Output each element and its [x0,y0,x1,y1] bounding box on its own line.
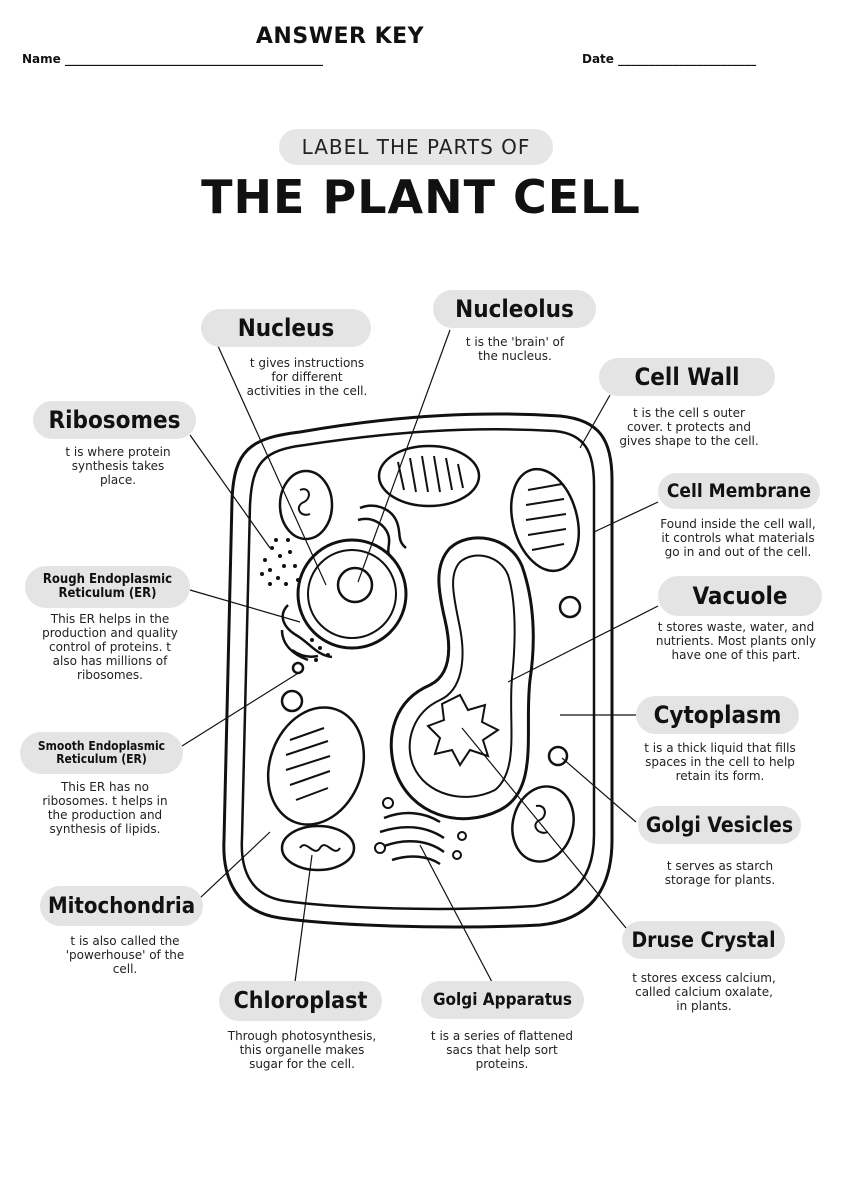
date-line: Date _______________________ [582,52,757,66]
chloroplast-shape-top [377,444,481,508]
label-mitochondria: Mitochondria [40,886,203,926]
ribosome-dots [260,538,300,586]
golgi-vesicle-shape [547,745,569,767]
label-rough-er-line2: Reticulum (ER) [58,586,157,601]
leader-lines [181,329,659,983]
druse-crystal-shape [426,693,500,767]
label-ribosomes: Ribosomes [33,401,196,439]
rough-er-shape [280,604,333,662]
desc-druse-crystal: t stores excess calcium, called calcium … [632,971,776,1013]
label-smooth-er-line2: Reticulum (ER) [56,752,147,766]
desc-golgi-vesicles: t serves as starch storage for plants. [664,859,776,887]
label-smooth-er: Smooth Endoplasmic Reticulum (ER) [20,732,183,774]
label-cell-membrane: Cell Membrane [658,473,820,509]
label-rough-er: Rough Endoplasmic Reticulum (ER) [25,566,190,608]
golgi-apparatus-shape [379,811,445,866]
desc-smooth-er: This ER has no ribosomes. t helps in the… [42,780,168,836]
chloroplast-shape-lower-left [266,706,366,826]
subtitle-pill: LABEL THE PARTS OF [279,129,553,165]
label-cell-wall: Cell Wall [599,358,775,396]
label-druse-crystal: Druse Crystal [622,921,785,959]
label-nucleus: Nucleus [201,309,371,347]
cell-membrane-outline [240,428,596,911]
cell-wall-outline [222,412,614,929]
name-line: Name ___________________________________… [22,52,323,66]
mitochondria-shape-bottom-left [280,824,356,872]
label-smooth-er-line1: Smooth Endoplasmic [37,739,166,753]
page-title: THE PLANT CELL [201,170,641,224]
smooth-er-shape [357,504,407,559]
label-vacuole: Vacuole [658,576,822,616]
label-golgi-apparatus: Golgi Apparatus [421,981,584,1019]
chloroplast-shape-right [510,467,580,573]
desc-cell-membrane: Found inside the cell wall, it controls … [660,517,816,559]
desc-vacuole: t stores waste, water, and nutrients. Mo… [655,620,817,662]
mitochondria-shape-right [511,785,575,863]
nucleolus-shape [336,566,374,604]
desc-mitochondria: t is also called the 'powerhouse' of the… [65,934,185,976]
mitochondria-shape-top-left [278,469,334,541]
label-nucleolus: Nucleolus [433,290,596,328]
label-rough-er-line1: Rough Endoplasmic [42,572,173,587]
desc-rough-er: This ER helps in the production and qual… [42,612,178,682]
desc-chloroplast: Through photosynthesis, this organelle m… [227,1029,377,1071]
label-cytoplasm: Cytoplasm [636,696,799,734]
label-golgi-vesicles: Golgi Vesicles [638,806,801,844]
desc-nucleolus: t is the 'brain' of the nucleus. [465,335,565,363]
desc-cell-wall: t is the cell s outer cover. t protects … [619,406,759,448]
vacuole-shape [389,536,535,821]
desc-nucleus: t gives instructions for different activ… [246,356,368,398]
desc-golgi-apparatus: t is a series of flattened sacs that hel… [430,1029,574,1071]
answer-key-heading: ANSWER KEY [255,24,425,49]
desc-cytoplasm: t is a thick liquid that fills spaces in… [644,741,796,783]
desc-ribosomes: t is where protein synthesis takes place… [65,445,171,487]
label-chloroplast: Chloroplast [219,981,382,1021]
nucleus-shape [296,538,408,650]
